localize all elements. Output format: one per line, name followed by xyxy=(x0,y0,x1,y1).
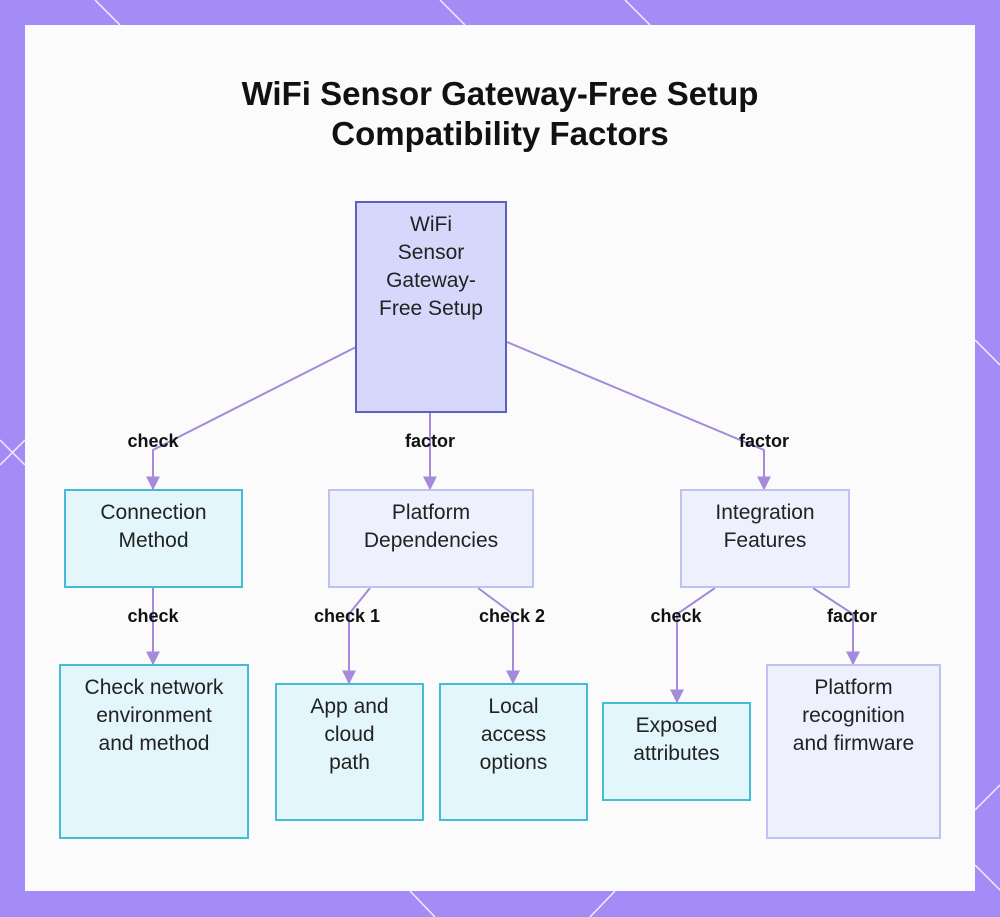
title-line-1: WiFi Sensor Gateway-Free Setup xyxy=(241,75,759,112)
edge-label-platform-local: check 2 xyxy=(478,606,546,626)
edge-label-integration-recognition: factor xyxy=(826,606,878,626)
diagram-title: WiFi Sensor Gateway-Free Setup Compatibi… xyxy=(0,74,1000,154)
node-platform-recognition: Platform recognition and firmware xyxy=(766,664,941,839)
node-root: WiFi Sensor Gateway-Free Setup xyxy=(355,201,507,413)
node-check-network: Check network environment and method xyxy=(59,664,249,839)
node-exposed-attributes-label: Exposed attributes xyxy=(633,714,720,765)
node-local-access-label: Local access options xyxy=(479,695,548,774)
node-exposed-attributes: Exposed attributes xyxy=(602,702,751,801)
edge-label-root-integration: factor xyxy=(738,431,790,451)
title-line-2: Compatibility Factors xyxy=(331,115,669,152)
edge-label-root-connection: check xyxy=(127,431,179,451)
edge-platform-app xyxy=(342,587,371,685)
node-platform-recognition-label: Platform recognition and firmware xyxy=(792,676,915,755)
node-local-access: Local access options xyxy=(439,683,588,821)
edge-root-integration xyxy=(506,341,771,491)
node-platform-dependencies: Platform Dependencies xyxy=(328,489,534,588)
node-root-label: WiFi Sensor Gateway-Free Setup xyxy=(379,213,483,320)
edge-label-connection-check: check xyxy=(127,606,179,626)
edge-integration-exposed xyxy=(670,587,716,704)
node-integration-features: Integration Features xyxy=(680,489,850,588)
node-connection-method: Connection Method xyxy=(64,489,243,588)
node-platform-dependencies-label: Platform Dependencies xyxy=(363,501,499,552)
edge-label-platform-app: check 1 xyxy=(313,606,381,626)
node-app-cloud-label: App and cloud path xyxy=(310,695,389,774)
edge-root-connection xyxy=(146,346,357,491)
edge-integration-recognition xyxy=(812,587,860,666)
edge-label-root-platform: factor xyxy=(404,431,456,451)
node-app-cloud: App and cloud path xyxy=(275,683,424,821)
node-connection-method-label: Connection Method xyxy=(100,501,207,552)
edge-platform-local xyxy=(477,587,520,685)
edge-label-integration-exposed: check xyxy=(650,606,702,626)
node-integration-features-label: Integration Features xyxy=(715,501,815,552)
node-check-network-label: Check network environment and method xyxy=(84,676,224,755)
